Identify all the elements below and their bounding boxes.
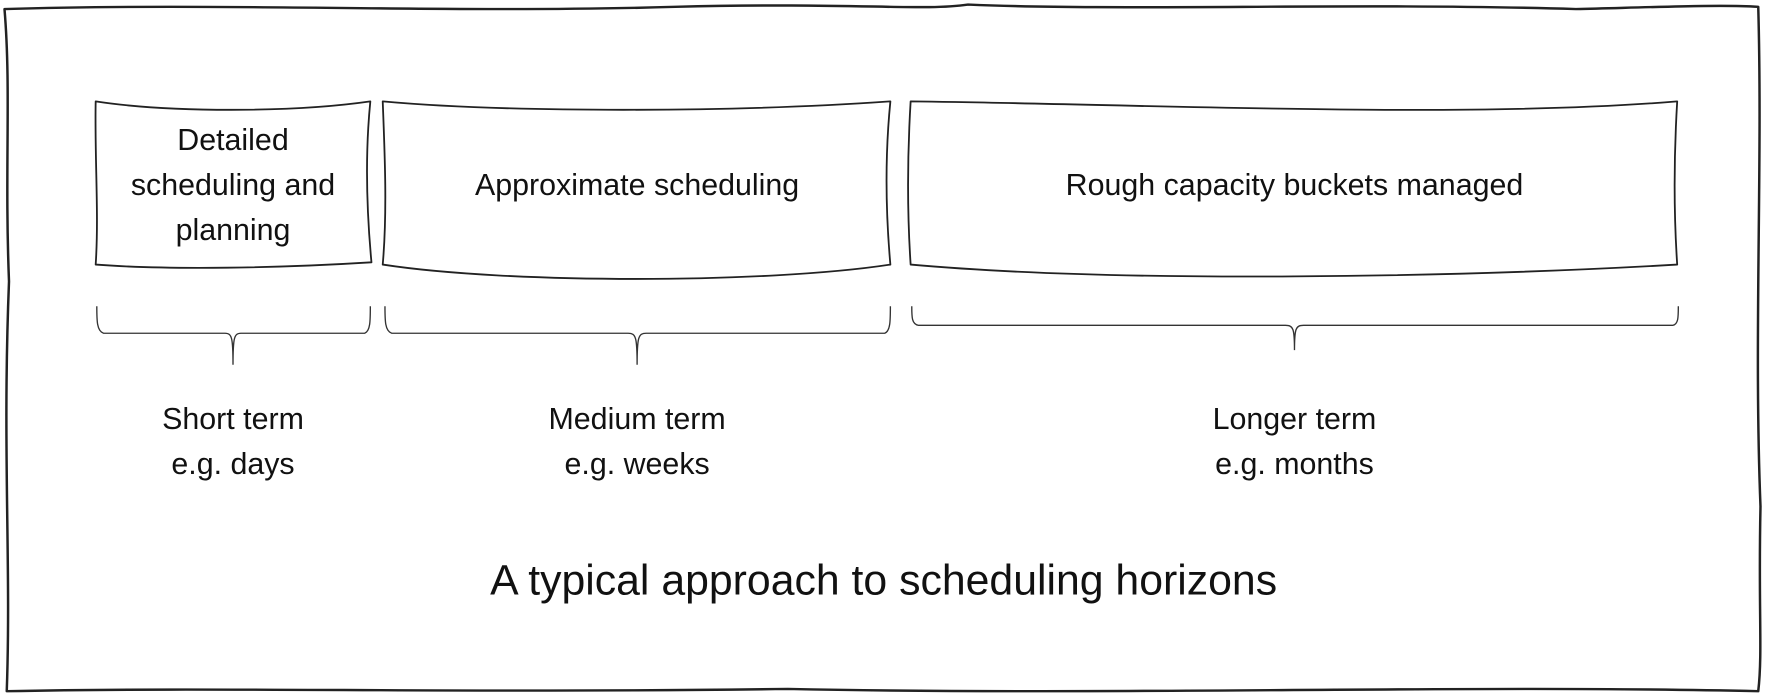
box-longer-term xyxy=(907,100,1679,278)
box-short-term-line-1: Detailed xyxy=(177,123,288,157)
box-short-term-line-3: planning xyxy=(176,213,291,247)
box-short-term xyxy=(94,100,373,269)
brace-medium-term xyxy=(384,306,892,365)
box-longer-term-label: Rough capacity buckets managed xyxy=(1066,168,1524,202)
horizon-short-term-example: e.g. days xyxy=(171,447,294,481)
diagram-title: A typical approach to scheduling horizon… xyxy=(490,556,1277,604)
horizon-longer-term-example: e.g. months xyxy=(1215,447,1374,481)
outer-frame xyxy=(3,3,1762,693)
horizon-medium-term-example: e.g. weeks xyxy=(565,447,710,481)
horizon-medium-term: Medium term xyxy=(548,402,725,436)
brace-short-term xyxy=(96,306,372,365)
box-medium-term xyxy=(381,100,892,280)
box-short-term-line-2: scheduling and xyxy=(131,168,335,202)
horizon-longer-term: Longer term xyxy=(1213,402,1377,436)
horizon-short-term: Short term xyxy=(162,402,304,436)
box-medium-term-label: Approximate scheduling xyxy=(475,168,799,202)
brace-longer-term xyxy=(911,306,1680,351)
